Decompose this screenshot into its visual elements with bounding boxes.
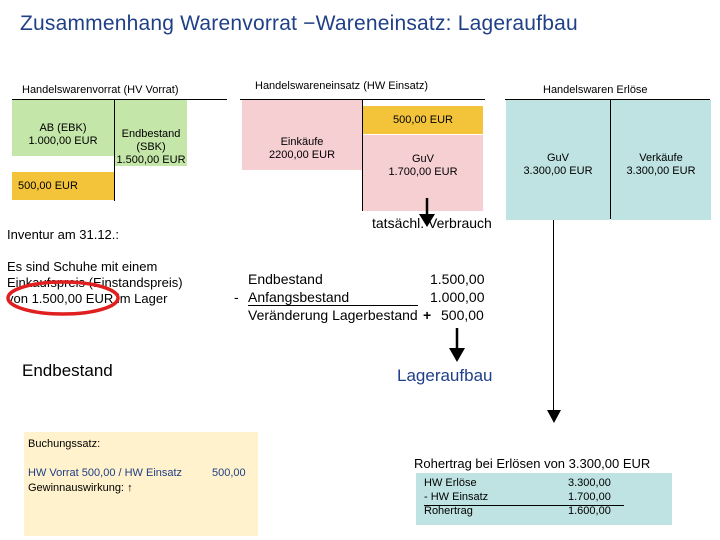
- calc-row2-sign: -: [234, 289, 239, 305]
- verbrauch-arrow-icon: [419, 198, 435, 227]
- hv-account-header: Handelswarenvorrat (HV Vorrat): [22, 84, 179, 96]
- erloese-account-header: Handelswaren Erlöse: [543, 84, 648, 96]
- buchung-amount: 500,00: [212, 467, 246, 479]
- calc-block: Endbestand 1.500,00 - Anfangsbestand 1.0…: [234, 271, 490, 325]
- page-title: Zusammenhang Warenvorrat −Wareneinsatz: …: [20, 12, 578, 35]
- erloese-guv-value: 3.300,00 EUR: [523, 165, 593, 177]
- hv-eb-value: 1.500,00 EUR: [116, 154, 186, 166]
- rohertrag-label-2: Rohertrag: [424, 505, 473, 517]
- erloese-guv-box: GuV 3.300,00 EUR: [506, 100, 610, 220]
- rohertrag-value-0: 3.300,00: [568, 477, 611, 489]
- hwe-einkauf-label: Einkäufe: [280, 136, 324, 148]
- hwe-guv-label: GuV: [411, 153, 434, 165]
- hv-top-line: [12, 99, 227, 100]
- erloese-guv-label: GuV: [546, 152, 569, 164]
- erloese-top-line: [505, 99, 710, 100]
- erloese-connector-line: [553, 220, 554, 415]
- lageraufbau-arrow-icon: [449, 328, 465, 362]
- hwe-guv-value: 1.700,00 EUR: [388, 166, 458, 178]
- hwe-einkauf-value: 2200,00 EUR: [268, 149, 336, 161]
- hwe-center-line: [362, 99, 363, 211]
- calc-row1-value: 1.500,00: [430, 271, 485, 287]
- rohertrag-label-0: HW Erlöse: [424, 477, 477, 489]
- calc-row2-label: Anfangsbestand: [248, 289, 350, 305]
- hv-ab-box: AB (EBK) 1.000,00 EUR: [12, 100, 114, 156]
- hwe-account-header: Handelswareneinsatz (HW Einsatz): [255, 80, 429, 92]
- calc-row-anfangsbestand: - Anfangsbestand 1.000,00: [234, 289, 490, 307]
- hv-eb-sbk: (SBK): [136, 141, 166, 153]
- hwe-einkauf-box: Einkäufe 2200,00 EUR: [242, 100, 362, 170]
- rohertrag-box: HW Erlöse 3.300,00 - HW Einsatz 1.700,00…: [416, 473, 672, 525]
- hwe-guv-box: GuV 1.700,00 EUR: [363, 135, 483, 211]
- calc-row2-value: 1.000,00: [430, 289, 485, 305]
- buchung-box: [24, 432, 258, 536]
- buchung-line1: HW Vorrat 500,00 / HW Einsatz: [28, 467, 183, 479]
- erloese-verkauf-value: 3.300,00 EUR: [626, 165, 696, 177]
- rohertrag-heading: Rohertrag bei Erlösen von 3.300,00 EUR: [414, 456, 651, 471]
- hwe-diff-box: 500,00 EUR: [363, 106, 483, 134]
- calc-row-veraenderung: Veränderung Lagerbestand + 500,00: [238, 307, 490, 325]
- rohertrag-label-1: - HW Einsatz: [424, 491, 489, 503]
- calc-row-endbestand: Endbestand 1.500,00: [238, 271, 490, 289]
- hv-ab-label: AB (EBK): [39, 122, 87, 134]
- rohertrag-value-2: 1.600,00: [568, 505, 611, 517]
- hv-diff-box: 500,00 EUR: [12, 172, 114, 200]
- inventur-line1: Es sind Schuhe mit einem: [7, 259, 158, 274]
- inventur-result: Endbestand: [22, 361, 113, 380]
- hv-eb-box: Endbestand (SBK) 1.500,00 EUR: [115, 100, 187, 166]
- inventur-text: Es sind Schuhe mit einem Einkaufspreis (…: [7, 259, 183, 307]
- erloese-center-line: [610, 99, 611, 219]
- erloese-verkauf-label: Verkäufe: [639, 152, 683, 164]
- highlight-ellipse-icon: [6, 280, 120, 316]
- hv-center-line: [114, 99, 115, 201]
- inventur-line3: von 1.500,00 EUR im Lager: [7, 291, 168, 306]
- hwe-verbrauch-label: tatsächl. Verbrauch: [372, 215, 492, 231]
- rohertrag-row: Rohertrag 1.600,00: [416, 505, 672, 519]
- rohertrag-row: HW Erlöse 3.300,00: [416, 477, 672, 491]
- hv-eb-label: Endbestand: [121, 128, 181, 140]
- erloese-connector-arrow-icon: [547, 410, 561, 423]
- inventur-heading: Inventur am 31.12.:: [7, 227, 120, 242]
- calc-row3-sign: +: [423, 307, 432, 323]
- rohertrag-sum-line: [424, 505, 624, 506]
- buchung-gewinn-label: Gewinnauswirkung:: [28, 482, 124, 494]
- buchung-gewinn: Gewinnauswirkung: ↑: [28, 482, 133, 495]
- inventur-line2: Einkaufspreis (Einstandspreis): [7, 275, 183, 290]
- rohertrag-row: - HW Einsatz 1.700,00: [416, 491, 672, 505]
- calc-result: Lageraufbau: [397, 366, 493, 385]
- erloese-verkauf-box: Verkäufe 3.300,00 EUR: [611, 100, 711, 220]
- calc-row3-value: 500,00: [441, 307, 484, 323]
- calc-row1-label: Endbestand: [248, 271, 323, 287]
- rohertrag-value-1: 1.700,00: [568, 491, 611, 503]
- hwe-diff-value: 500,00 EUR: [393, 114, 453, 126]
- arrow-up-icon: ↑: [127, 482, 133, 494]
- buchung-heading: Buchungssatz:: [28, 438, 101, 450]
- hv-ab-value: 1.000,00 EUR: [28, 135, 98, 147]
- hv-diff-value: 500,00 EUR: [18, 180, 78, 192]
- calc-sum-line: [248, 305, 418, 306]
- calc-row3-label: Veränderung Lagerbestand: [248, 307, 418, 323]
